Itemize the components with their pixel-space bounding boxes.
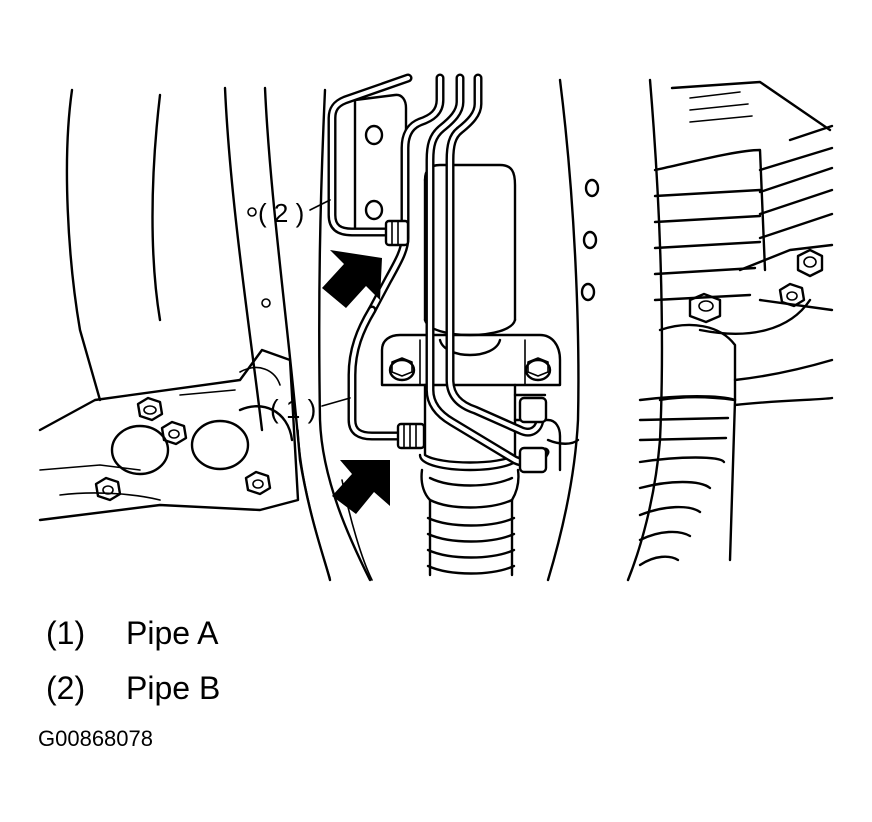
chassis-panel <box>546 78 664 582</box>
frame-outline <box>65 86 373 582</box>
legend-label: Pipe B <box>126 670 221 706</box>
callout-2: ( 2 ) <box>258 198 304 228</box>
leader-line <box>309 199 331 211</box>
mounting-plate <box>353 93 408 237</box>
suspension-assembly <box>653 80 834 407</box>
leader-line <box>321 397 351 407</box>
dust-boot-center <box>420 468 520 577</box>
flare-nut-pipe-a <box>396 422 426 450</box>
dust-boot-right <box>638 395 737 567</box>
steering-pipe-illustration: ( 2 ) ( 1 ) <box>38 73 834 582</box>
figure-id: G00868078 <box>38 726 153 751</box>
arrow-icon <box>322 250 382 308</box>
bolt <box>94 476 122 502</box>
bolt <box>796 248 824 278</box>
legend: (1) Pipe A (2) Pipe B <box>46 606 220 716</box>
bolt <box>160 420 188 446</box>
bolt <box>688 292 722 324</box>
legend-label: Pipe A <box>126 615 219 651</box>
bolt <box>136 396 164 422</box>
legend-item: (2) Pipe B <box>46 661 220 716</box>
legend-number: (1) <box>46 615 86 651</box>
arrow-icon <box>332 460 390 514</box>
callout-1: ( 1 ) <box>270 394 316 424</box>
legend-item: (1) Pipe A <box>46 606 220 661</box>
legend-number: (2) <box>46 670 86 706</box>
bolt <box>244 470 272 496</box>
pipe-fitting-right <box>518 396 548 474</box>
flare-nut-pipe-b <box>384 219 410 247</box>
bolt <box>778 282 806 308</box>
crossmember <box>38 348 300 522</box>
pipe-b <box>327 73 445 315</box>
